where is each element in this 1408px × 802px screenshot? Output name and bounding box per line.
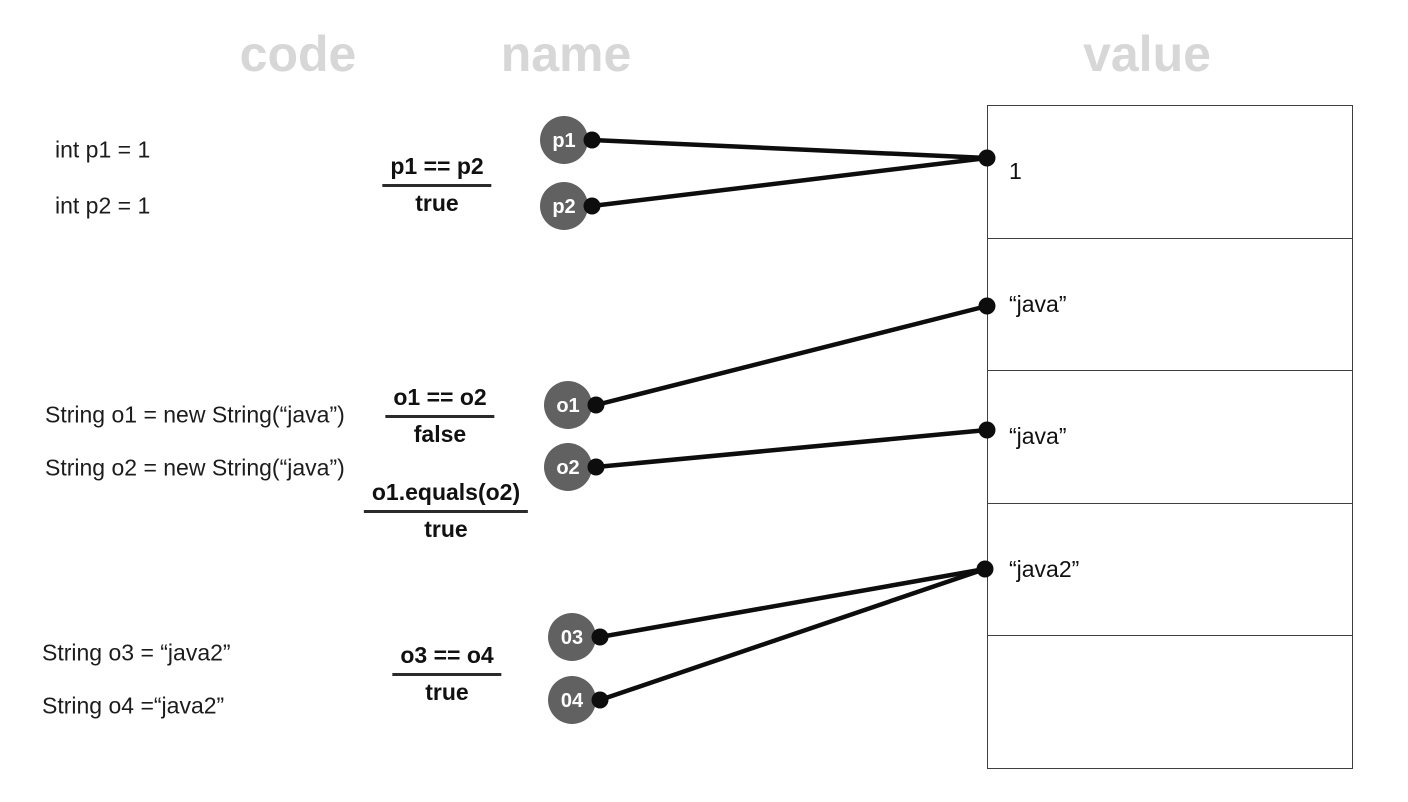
name-node-pointer-dot-p1 xyxy=(583,131,601,149)
comparison-o1-eq-o2: o1 == o2 false xyxy=(385,384,495,448)
name-node-circle-o4 xyxy=(548,676,596,724)
reference-edge-p2-to-cell-1 xyxy=(589,155,990,209)
name-node-o3: 03 xyxy=(548,613,609,661)
reference-edge-o2-to-cell-java-b xyxy=(593,427,990,470)
comparison-expression: o1.equals(o2) xyxy=(363,479,529,513)
comparison-expression: p1 == p2 xyxy=(382,153,492,187)
reference-edge-p1-to-cell-1 xyxy=(589,137,990,161)
name-node-pointer-dot-o2 xyxy=(587,458,605,476)
name-node-o4: 04 xyxy=(548,676,609,724)
comparison-result: false xyxy=(413,421,467,447)
comparison-result: true xyxy=(424,516,468,542)
comparison-o1-equals-o2: o1.equals(o2) true xyxy=(363,479,529,543)
name-node-label-p1: p1 xyxy=(552,130,575,152)
reference-edge-o4-to-cell-java2 xyxy=(597,566,988,703)
name-node-label-o2: o2 xyxy=(556,457,579,479)
name-node-circle-o2 xyxy=(544,443,592,491)
comparison-result: true xyxy=(425,679,469,705)
code-line-string-o1: String o1 = new String(“java”) xyxy=(45,401,345,428)
code-line-string-o4: String o4 =“java2” xyxy=(42,692,225,719)
name-node-circle-o3 xyxy=(548,613,596,661)
name-node-circle-o1 xyxy=(544,381,592,429)
name-node-pointer-dot-o1 xyxy=(587,396,605,414)
comparison-p1-eq-p2: p1 == p2 true xyxy=(382,153,492,217)
comparison-o3-eq-o4: o3 == o4 true xyxy=(392,642,502,706)
code-line-int-p1: int p1 = 1 xyxy=(55,136,151,163)
value-table: 1 “java” “java” “java2” xyxy=(987,105,1353,769)
reference-edge-o1-to-cell-java-a xyxy=(593,303,990,408)
code-line-string-o2: String o2 = new String(“java”) xyxy=(45,454,345,481)
name-node-pointer-dot-p2 xyxy=(583,197,601,215)
name-node-pointer-dot-o4 xyxy=(591,691,609,709)
column-header-name: name xyxy=(500,26,632,82)
column-header-code: code xyxy=(239,26,357,82)
name-node-label-o1: o1 xyxy=(556,395,579,417)
value-cell-java-b: “java” xyxy=(988,371,1352,504)
code-line-int-p2: int p2 = 1 xyxy=(55,192,151,219)
value-cell-1: 1 xyxy=(988,106,1352,239)
value-anchor-dot-cell-1 xyxy=(978,149,996,167)
value-cell-java2: “java2” xyxy=(988,504,1352,637)
column-header-value: value xyxy=(1083,26,1211,82)
value-cell-java-a: “java” xyxy=(988,239,1352,372)
name-node-o2: o2 xyxy=(544,443,605,491)
name-node-pointer-dot-o3 xyxy=(591,628,609,646)
name-node-p2: p2 xyxy=(540,182,601,230)
name-node-label-p2: p2 xyxy=(552,196,575,218)
reference-edge-o3-to-cell-java2 xyxy=(597,566,988,640)
name-node-p1: p1 xyxy=(540,116,601,164)
comparison-result: true xyxy=(415,190,459,216)
name-node-label-o4: 04 xyxy=(561,690,584,712)
name-node-circle-p1 xyxy=(540,116,588,164)
value-anchor-dot-cell-java2 xyxy=(976,560,994,578)
value-anchor-dot-cell-java-b xyxy=(978,421,996,439)
comparison-expression: o1 == o2 xyxy=(385,384,495,418)
code-line-string-o3: String o3 = “java2” xyxy=(42,639,231,666)
value-anchor-dot-cell-java-a xyxy=(978,297,996,315)
comparison-expression: o3 == o4 xyxy=(392,642,502,676)
name-node-label-o3: 03 xyxy=(561,627,583,649)
name-node-o1: o1 xyxy=(544,381,605,429)
name-node-circle-p2 xyxy=(540,182,588,230)
